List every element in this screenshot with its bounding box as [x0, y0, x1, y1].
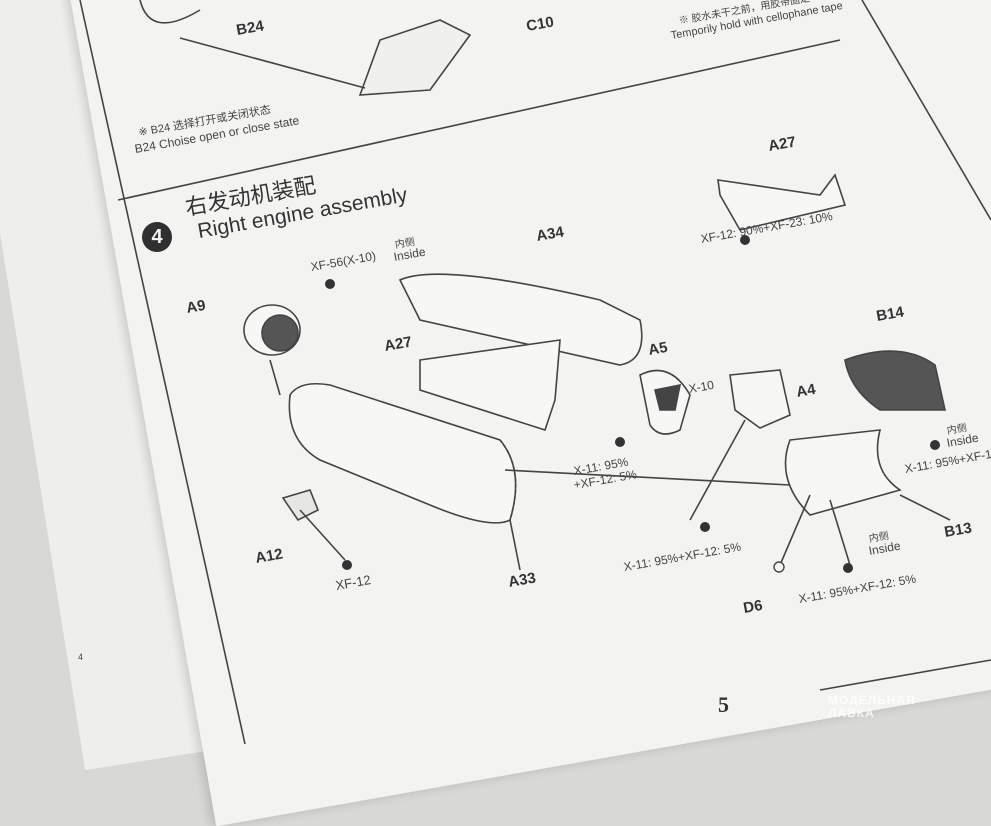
paint-marker-icon: [843, 563, 853, 573]
d6-part-icon: [773, 561, 785, 573]
watermark: МОДЕЛЬНАЯ ЛАВКА: [828, 694, 916, 720]
watermark-line1: МОДЕЛЬНАЯ: [828, 693, 916, 707]
part-label-a9: A9: [185, 296, 207, 317]
part-label-a4: A4: [795, 380, 817, 401]
page-border-right: [861, 0, 991, 221]
part-label-a5: A5: [647, 338, 669, 359]
part-label-d6: D6: [742, 596, 764, 617]
instruction-page: B24 C10 ※ 胶水未干之前，用胶带固定 Temporily hold wi…: [60, 0, 991, 826]
paint-marker-icon: [930, 440, 940, 450]
page-number: 5: [718, 692, 729, 717]
paint-marker-icon: [342, 560, 352, 570]
paint-marker-icon: [700, 522, 710, 532]
step-number-badge: 4: [142, 222, 172, 252]
watermark-line2: ЛАВКА: [828, 706, 875, 720]
left-page-marker: 4: [78, 652, 84, 662]
page-border-left: [79, 0, 246, 744]
paint-marker-icon: [325, 279, 335, 289]
section-divider: [117, 39, 841, 201]
paint-marker-icon: [740, 235, 750, 245]
paint-marker-icon: [615, 437, 625, 447]
assembly-diagram: [79, 0, 991, 744]
